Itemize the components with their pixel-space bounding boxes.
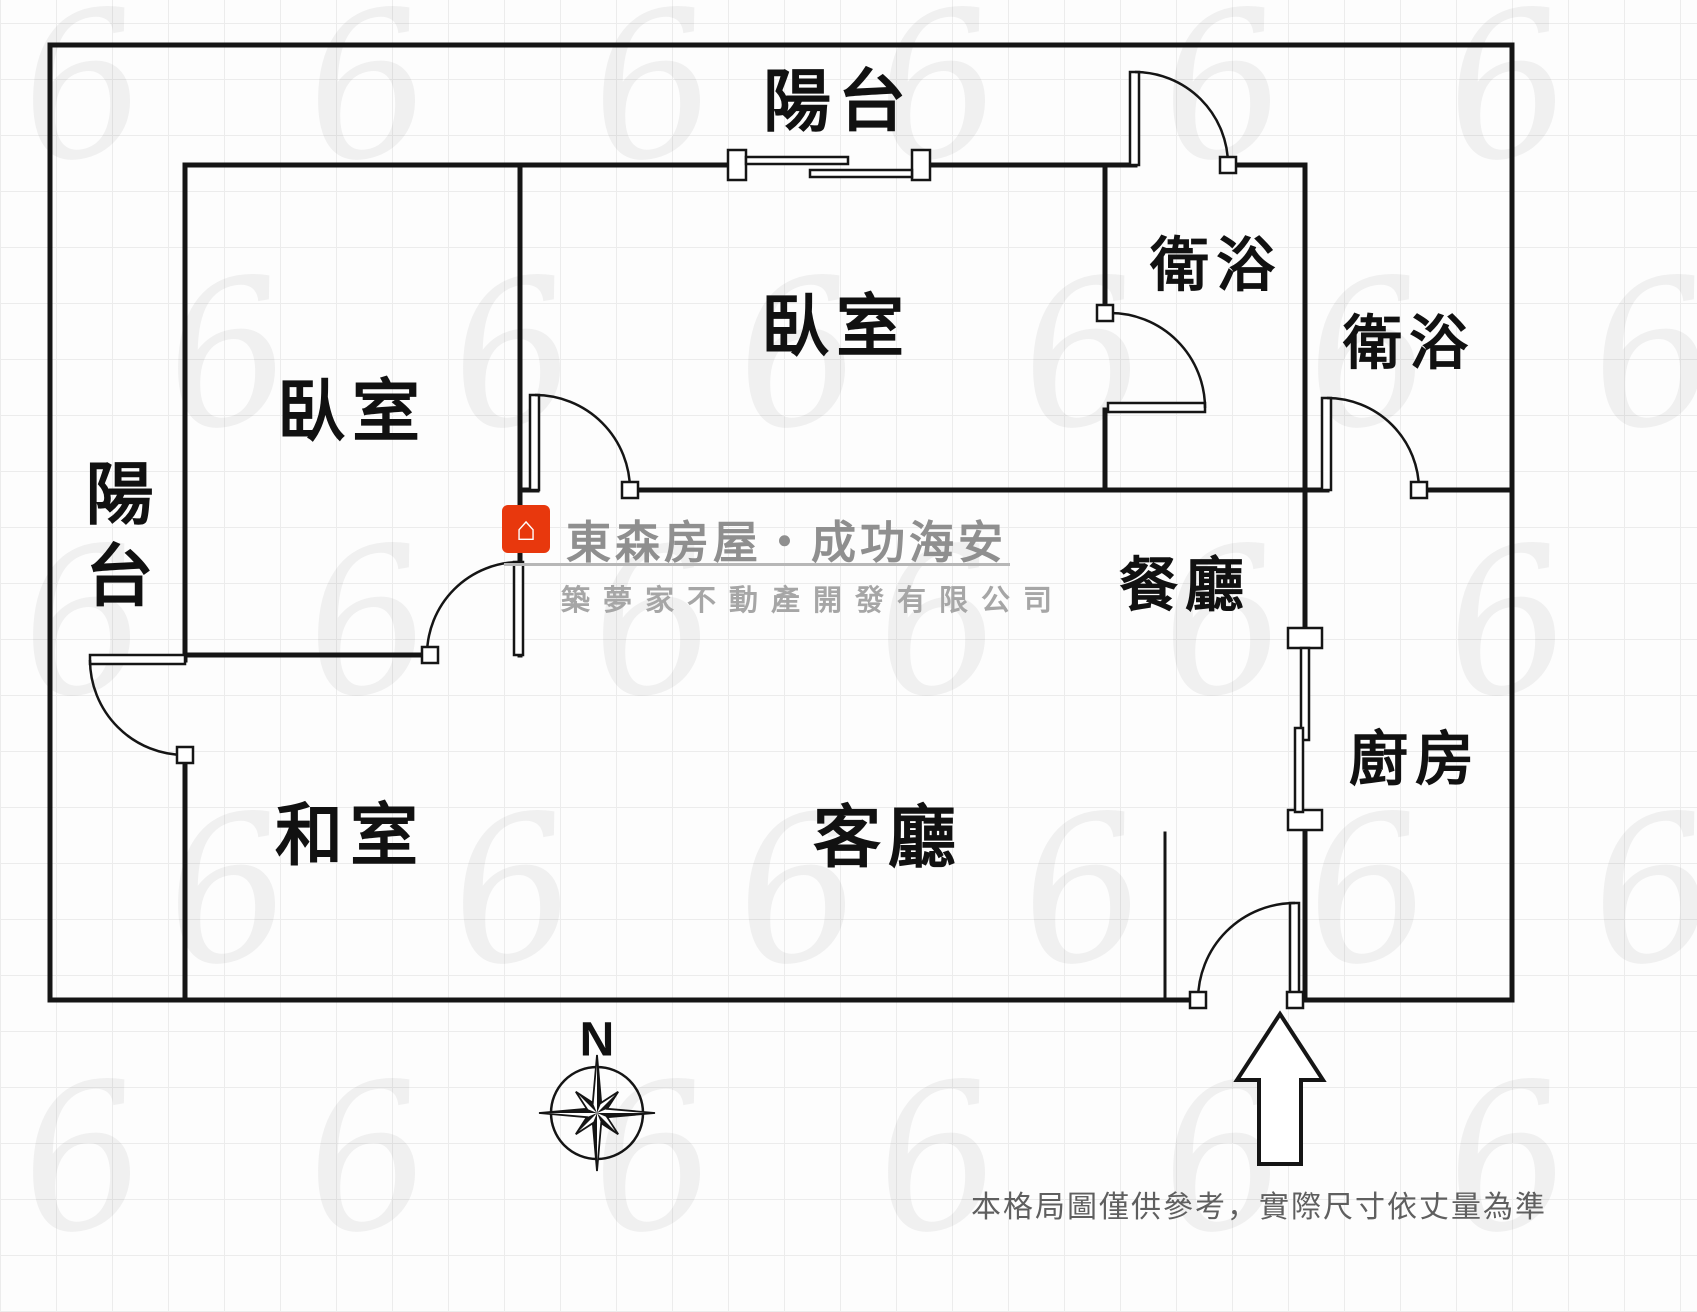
door-entrance — [1188, 901, 1305, 1010]
disclaimer-text: 本格局圖僅供參考，實際尺寸依丈量為準 — [971, 1191, 1547, 1224]
compass-north-label: N — [579, 1013, 615, 1067]
entrance-arrow — [1233, 1010, 1327, 1166]
brand-logo-icon: ⌂ — [502, 505, 550, 553]
room-label-bedroom-main: 臥室 — [760, 289, 912, 365]
kitchen-sliding-door — [1286, 626, 1324, 832]
door-top-balcony — [1128, 70, 1238, 175]
room-label-kitchen: 廚房 — [1348, 726, 1482, 793]
room-label-balcony-left: 陽台 — [75, 458, 151, 622]
brand-divider — [504, 563, 1010, 566]
room-label-balcony-top: 陽台 — [762, 64, 914, 140]
brand-subtitle: 築夢家不動產開發有限公司 — [561, 585, 1066, 617]
room-label-bath-top: 衛浴 — [1149, 232, 1283, 299]
room-label-living: 客廳 — [812, 800, 964, 876]
window-top — [726, 148, 932, 182]
compass-rose — [538, 1054, 656, 1172]
walls — [47, 42, 1515, 1003]
brand-title: 東森房屋・成功海安 — [566, 517, 1008, 568]
room-label-tatami: 和室 — [274, 798, 426, 874]
door-balcony-left — [88, 653, 195, 765]
door-bath-right — [1320, 396, 1429, 500]
room-label-bath-right: 衛浴 — [1342, 310, 1476, 377]
room-label-bedroom-left: 臥室 — [276, 374, 428, 450]
door-bedroom-main — [528, 393, 640, 500]
room-label-dining: 餐廳 — [1118, 552, 1252, 619]
door-bath-top — [1095, 303, 1207, 414]
door-bedroom-left — [420, 560, 525, 665]
